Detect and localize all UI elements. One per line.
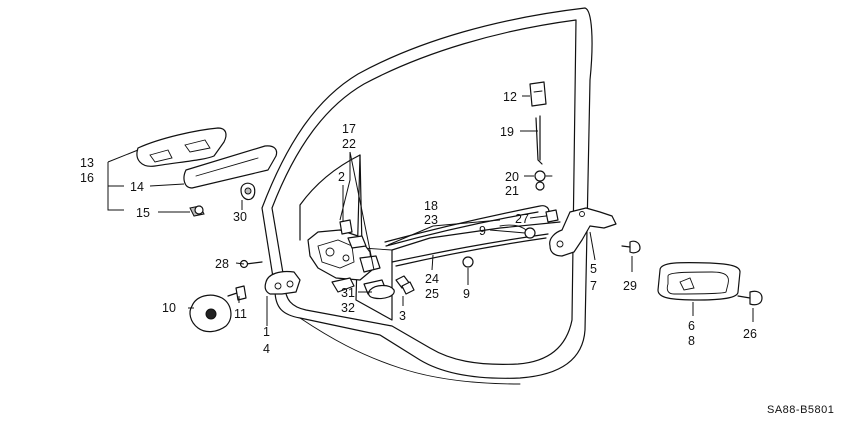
callout-27: 27 (515, 212, 529, 226)
callout-7: 7 (590, 279, 597, 293)
callout-14: 14 (130, 180, 144, 194)
callout-18: 18 (424, 199, 438, 213)
door-latch (264, 270, 301, 295)
bezel-screw-26 (737, 290, 763, 306)
callout-2: 2 (338, 170, 345, 184)
callout-4: 4 (263, 342, 270, 356)
callout-28: 28 (215, 257, 229, 271)
callout-30: 30 (233, 210, 247, 224)
callout-22: 22 (342, 137, 356, 151)
callout-12: 12 (503, 90, 517, 104)
drawing-code: SA88-B5801 (767, 404, 834, 416)
callout-9-rear-holder: 9 (479, 224, 486, 238)
callout-6: 6 (688, 319, 695, 333)
callout-17: 17 (342, 122, 356, 136)
clip-27 (545, 209, 559, 223)
rod-clips-3 (395, 275, 415, 295)
callout-1: 1 (263, 325, 270, 339)
callout-26: 26 (743, 327, 757, 341)
lock-cylinder-grommet (240, 182, 256, 201)
inner-handle-lever (549, 207, 617, 257)
rod-holder-9 (462, 227, 536, 268)
rod-clip-31-32 (368, 284, 395, 300)
callout-5: 5 (590, 262, 597, 276)
callout-20: 20 (505, 170, 519, 184)
callout-11: 11 (234, 307, 247, 321)
callout-32: 32 (341, 301, 355, 315)
door-lock-actuator (307, 219, 387, 295)
lock-knob-rod (529, 81, 547, 165)
callout-13: 13 (80, 156, 94, 170)
callout-labels: 1 2 3 4 5 6 7 8 9 9 10 11 12 13 14 15 16… (80, 90, 757, 356)
handle-screw-29 (621, 240, 641, 254)
callout-10: 10 (162, 301, 176, 315)
callout-24: 24 (425, 272, 439, 286)
callout-21: 21 (505, 184, 519, 198)
outer-handle-assembly (136, 127, 278, 217)
callout-16: 16 (80, 171, 94, 185)
callout-8: 8 (688, 334, 695, 348)
door-panel-outline (261, 7, 593, 385)
callout-29: 29 (623, 279, 637, 293)
callout-31: 31 (341, 286, 355, 300)
striker-bolt (227, 285, 247, 301)
inner-handle-bezel (657, 261, 741, 301)
callout-19: 19 (500, 125, 514, 139)
callout-9-lower-holder: 9 (463, 287, 470, 301)
callout-15: 15 (136, 206, 150, 220)
callout-25: 25 (425, 287, 439, 301)
leader-lines (107, 95, 754, 326)
callout-23: 23 (424, 213, 438, 227)
callout-3: 3 (399, 309, 406, 323)
door-striker (189, 294, 232, 333)
rod-joint-20-21 (534, 170, 553, 191)
